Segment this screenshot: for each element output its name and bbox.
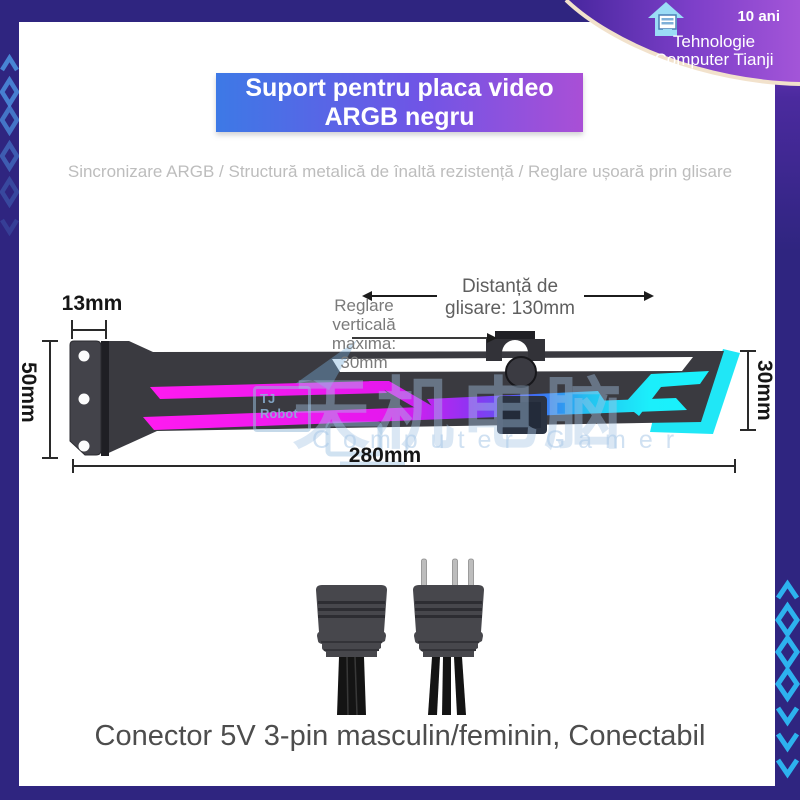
slide-arrow-left-line — [371, 295, 437, 297]
feature-subtitle: Sincronizare ARGB / Structură metalică d… — [67, 162, 733, 181]
frame-bottom-bar — [0, 786, 800, 800]
slide-arrow-right-icon — [644, 291, 654, 301]
vertical-adjust-note: Reglare verticală maximă: 30mm — [320, 296, 408, 372]
leader-arrowhead-icon — [487, 333, 497, 343]
dim-arm-length-label: 280mm — [348, 444, 422, 467]
slide-note-line1: Distanță de — [461, 276, 559, 297]
dim-line-280mm — [72, 465, 736, 467]
vertical-note-line3: maximă: — [331, 334, 397, 353]
badge-brand-line2: Computer Tianji — [654, 50, 774, 69]
dim-cap — [42, 340, 58, 342]
screw-hole — [78, 350, 90, 362]
frame-right-bar — [775, 22, 800, 786]
slide-note-line2: glisare: 130mm — [445, 298, 575, 319]
title-line1: Suport pentru placa video — [245, 73, 554, 102]
connector-male — [413, 558, 484, 715]
title-line2: ARGB negru — [324, 102, 475, 131]
dim-plate-height-label: 50mm — [17, 362, 40, 423]
chevron-pattern-left-icon — [0, 53, 20, 237]
slider-clamp-inner — [503, 402, 541, 428]
argb-connectors-render — [316, 558, 484, 715]
connector-pins — [421, 558, 474, 588]
plate-side-edge — [101, 341, 109, 456]
slide-arrow-right-line — [584, 295, 644, 297]
cable — [428, 657, 466, 715]
slider-knob — [505, 356, 537, 388]
vertical-note-line1: Reglare — [334, 296, 394, 315]
dim-line-30mm — [747, 351, 749, 431]
dim-line-50mm — [49, 341, 51, 458]
slider-block — [486, 339, 545, 361]
badge-brand-name: Tehnologie Computer Tianji — [634, 33, 794, 69]
slider-cap — [495, 331, 535, 339]
argb-light-strips — [143, 371, 709, 430]
vertical-note-line2: verticală — [332, 315, 396, 334]
caption-text: Conector 5V 3-pin masculin/feminin, Cone… — [94, 720, 706, 752]
dim-tick — [734, 459, 736, 473]
screw-hole — [78, 393, 90, 405]
dim-line-13mm — [71, 329, 107, 331]
slide-arrow-left-icon — [362, 291, 372, 301]
slide-distance-note: Distanță de glisare: 130mm — [435, 276, 585, 320]
leader-line — [352, 337, 488, 339]
frame-left-bar — [0, 22, 20, 786]
chevron-pattern-right-icon — [775, 579, 800, 779]
dim-cap — [740, 350, 756, 352]
gpu-support-bracket-render — [69, 331, 740, 456]
dim-cap — [42, 457, 58, 459]
frame-top-bar — [0, 0, 800, 22]
cable — [337, 657, 366, 715]
vertical-note-line4: 30mm — [340, 353, 388, 372]
connector-female — [316, 585, 387, 715]
dim-tick — [72, 459, 74, 473]
dim-end-height-label: 30mm — [753, 360, 776, 421]
badge-brand-line1: Tehnologie — [672, 32, 756, 51]
dim-cap — [740, 429, 756, 431]
dim-flange-width-label: 13mm — [61, 292, 123, 315]
product-title-banner: Suport pentru placa video ARGB negru — [216, 73, 583, 132]
screw-hole — [78, 440, 90, 452]
badge-anniversary-label: 10 ani — [737, 8, 780, 25]
